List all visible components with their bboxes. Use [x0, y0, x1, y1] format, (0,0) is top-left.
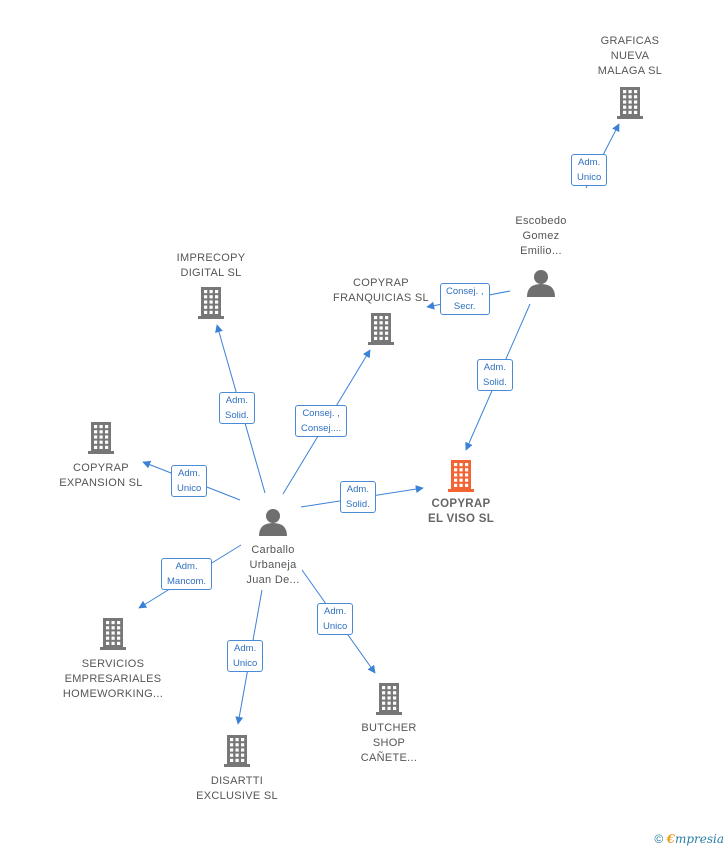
- node-name-line: Escobedo: [515, 215, 567, 227]
- company-icon-expansion[interactable]: [88, 422, 114, 454]
- node-label-disartti[interactable]: DISARTTI EXCLUSIVE SL: [162, 774, 312, 804]
- edge-role-text: Solid.: [483, 377, 507, 388]
- edge-role-text: Consej. ,: [302, 408, 340, 419]
- node-label-servicios[interactable]: SERVICIOS EMPRESARIALES HOMEWORKING...: [38, 657, 188, 702]
- node-name-line: Carballo: [251, 544, 295, 556]
- node-name-line: COPYRAP: [353, 277, 409, 289]
- edge-label-carballo-franquicias[interactable]: Consej. , Consej....: [295, 405, 348, 437]
- edge-role-text: Adm.: [578, 157, 601, 168]
- node-name-line: FRANQUICIAS SL: [333, 292, 429, 304]
- node-name-line: EXPANSION SL: [59, 477, 143, 489]
- edge-label-carballo-imprecopy[interactable]: Adm. Solid.: [219, 392, 255, 424]
- brand-e: €: [666, 832, 675, 846]
- brand-logo: © €mpresia: [654, 832, 724, 846]
- company-icon-imprecopy[interactable]: [198, 287, 224, 319]
- node-name-line: EMPRESARIALES: [64, 673, 162, 685]
- edge-label-escobedo-franquicias[interactable]: Consej. , Secr.: [440, 283, 490, 315]
- edge-role-text: Solid.: [346, 499, 370, 510]
- edge-role-text: Unico: [177, 483, 202, 494]
- edge-label-carballo-butcher[interactable]: Adm. Unico: [317, 603, 354, 635]
- edge-role-text: Solid.: [225, 410, 249, 421]
- edge-role-text: Consej. ,: [446, 286, 484, 297]
- node-name-line: DISARTTI: [210, 775, 264, 787]
- brand-text: mpresia: [674, 832, 724, 846]
- edge-role-text: Unico: [233, 658, 258, 669]
- edge-label-carballo-disartti[interactable]: Adm. Unico: [227, 640, 264, 672]
- edge-label-carballo-servicios[interactable]: Adm. Mancom.: [161, 558, 213, 590]
- node-name-line: IMPRECOPY: [176, 252, 246, 264]
- node-name-line: SERVICIOS: [81, 658, 145, 670]
- edge-role-text: Mancom.: [167, 576, 207, 587]
- node-name-line: GRAFICAS: [600, 35, 660, 47]
- edge-role-text: Secr.: [453, 301, 476, 312]
- person-icon-carballo[interactable]: [259, 509, 287, 536]
- edge-label-escobedo-elviso[interactable]: Adm. Solid.: [477, 359, 513, 391]
- edge-role-text: Adm.: [324, 606, 347, 617]
- edge-role-text: Unico: [577, 172, 602, 183]
- node-label-elviso[interactable]: COPYRAP EL VISO SL: [386, 497, 536, 527]
- node-label-butcher[interactable]: BUTCHER SHOP CAÑETE...: [314, 721, 464, 766]
- company-icon-butcher[interactable]: [376, 683, 402, 715]
- node-name-line: COPYRAP: [431, 498, 491, 510]
- edge-role-text: Adm.: [225, 395, 248, 406]
- edge-role-text: Adm.: [234, 643, 257, 654]
- node-name-line: Urbaneja: [249, 559, 297, 571]
- main-company-icon-elviso[interactable]: [448, 460, 474, 492]
- node-label-graficas[interactable]: GRAFICAS NUEVA MALAGA SL: [555, 34, 705, 79]
- edge-label-carballo-expansion[interactable]: Adm. Unico: [171, 465, 208, 497]
- node-label-franquicias[interactable]: COPYRAP FRANQUICIAS SL: [306, 276, 456, 306]
- edge-role-text: Consej....: [301, 423, 342, 434]
- company-icon-franquicias[interactable]: [368, 313, 394, 345]
- copyright-symbol: ©: [654, 832, 664, 846]
- node-name-line: CAÑETE...: [360, 752, 418, 764]
- edge-role-text: Unico: [323, 621, 348, 632]
- node-name-line: SHOP: [372, 737, 406, 749]
- node-name-line: Gomez: [522, 230, 560, 242]
- company-icon-disartti[interactable]: [224, 735, 250, 767]
- node-name-line: HOMEWORKING...: [62, 688, 164, 700]
- company-icon-graficas[interactable]: [617, 87, 643, 119]
- node-name-line: Juan De...: [246, 574, 300, 586]
- edge-role-text: Adm.: [178, 468, 201, 479]
- node-name-line: NUEVA: [610, 50, 650, 62]
- edge-role-text: Adm.: [175, 561, 198, 572]
- edge-role-text: Adm.: [346, 484, 369, 495]
- person-icon-escobedo[interactable]: [527, 270, 555, 297]
- node-label-imprecopy[interactable]: IMPRECOPY DIGITAL SL: [136, 251, 286, 281]
- node-name-line: EL VISO SL: [427, 513, 495, 525]
- node-name-line: BUTCHER: [361, 722, 417, 734]
- edge-role-text: Adm.: [483, 362, 506, 373]
- node-name-line: MALAGA SL: [597, 65, 663, 77]
- node-name-line: EXCLUSIVE SL: [196, 790, 278, 802]
- node-label-expansion[interactable]: COPYRAP EXPANSION SL: [26, 461, 176, 491]
- node-name-line: DIGITAL SL: [180, 267, 242, 279]
- company-icon-servicios[interactable]: [100, 618, 126, 650]
- node-name-line: COPYRAP: [73, 462, 129, 474]
- node-name-line: Emilio...: [520, 245, 562, 257]
- edge-label-carballo-elviso[interactable]: Adm. Solid.: [340, 481, 376, 513]
- edge-label-escobedo-graficas[interactable]: Adm. Unico: [571, 154, 608, 186]
